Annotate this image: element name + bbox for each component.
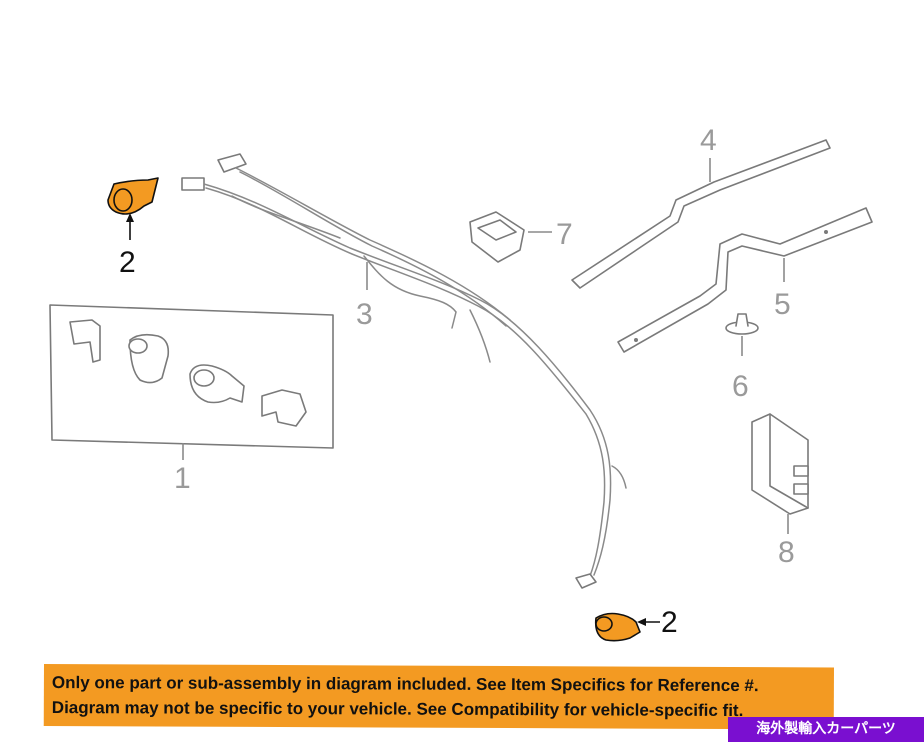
part-2-sensor-bottom[interactable] [594, 612, 641, 642]
leader-2b-arrowhead [637, 618, 646, 626]
seller-badge: 海外製輸入カーパーツ [728, 717, 924, 742]
disclaimer-banner: Only one part or sub-assembly in diagram… [43, 664, 834, 730]
callout-4: 4 [700, 124, 717, 157]
leader-2a-arrowhead [126, 213, 134, 222]
part-6-push-clip [725, 313, 759, 356]
part-5-bracket [617, 207, 873, 353]
callout-8: 8 [778, 536, 795, 569]
disclaimer-line-2: Diagram may not be specific to your vehi… [51, 698, 744, 721]
part-4-bracket [571, 139, 831, 289]
part-8-control-module [751, 413, 809, 515]
callout-6: 6 [732, 370, 749, 403]
callout-5: 5 [774, 288, 791, 321]
part-3-wiring-harness [181, 153, 627, 589]
callout-2a: 2 [119, 246, 136, 279]
part-1-sensor-kit [49, 304, 334, 449]
callout-2b: 2 [661, 606, 678, 639]
callout-1: 1 [174, 462, 191, 495]
disclaimer-line-1: Only one part or sub-assembly in diagram… [51, 673, 759, 696]
part-2-sensor-top[interactable] [107, 177, 159, 215]
part-7-connector [469, 211, 525, 263]
callout-3: 3 [356, 298, 373, 331]
callout-7: 7 [556, 218, 573, 251]
